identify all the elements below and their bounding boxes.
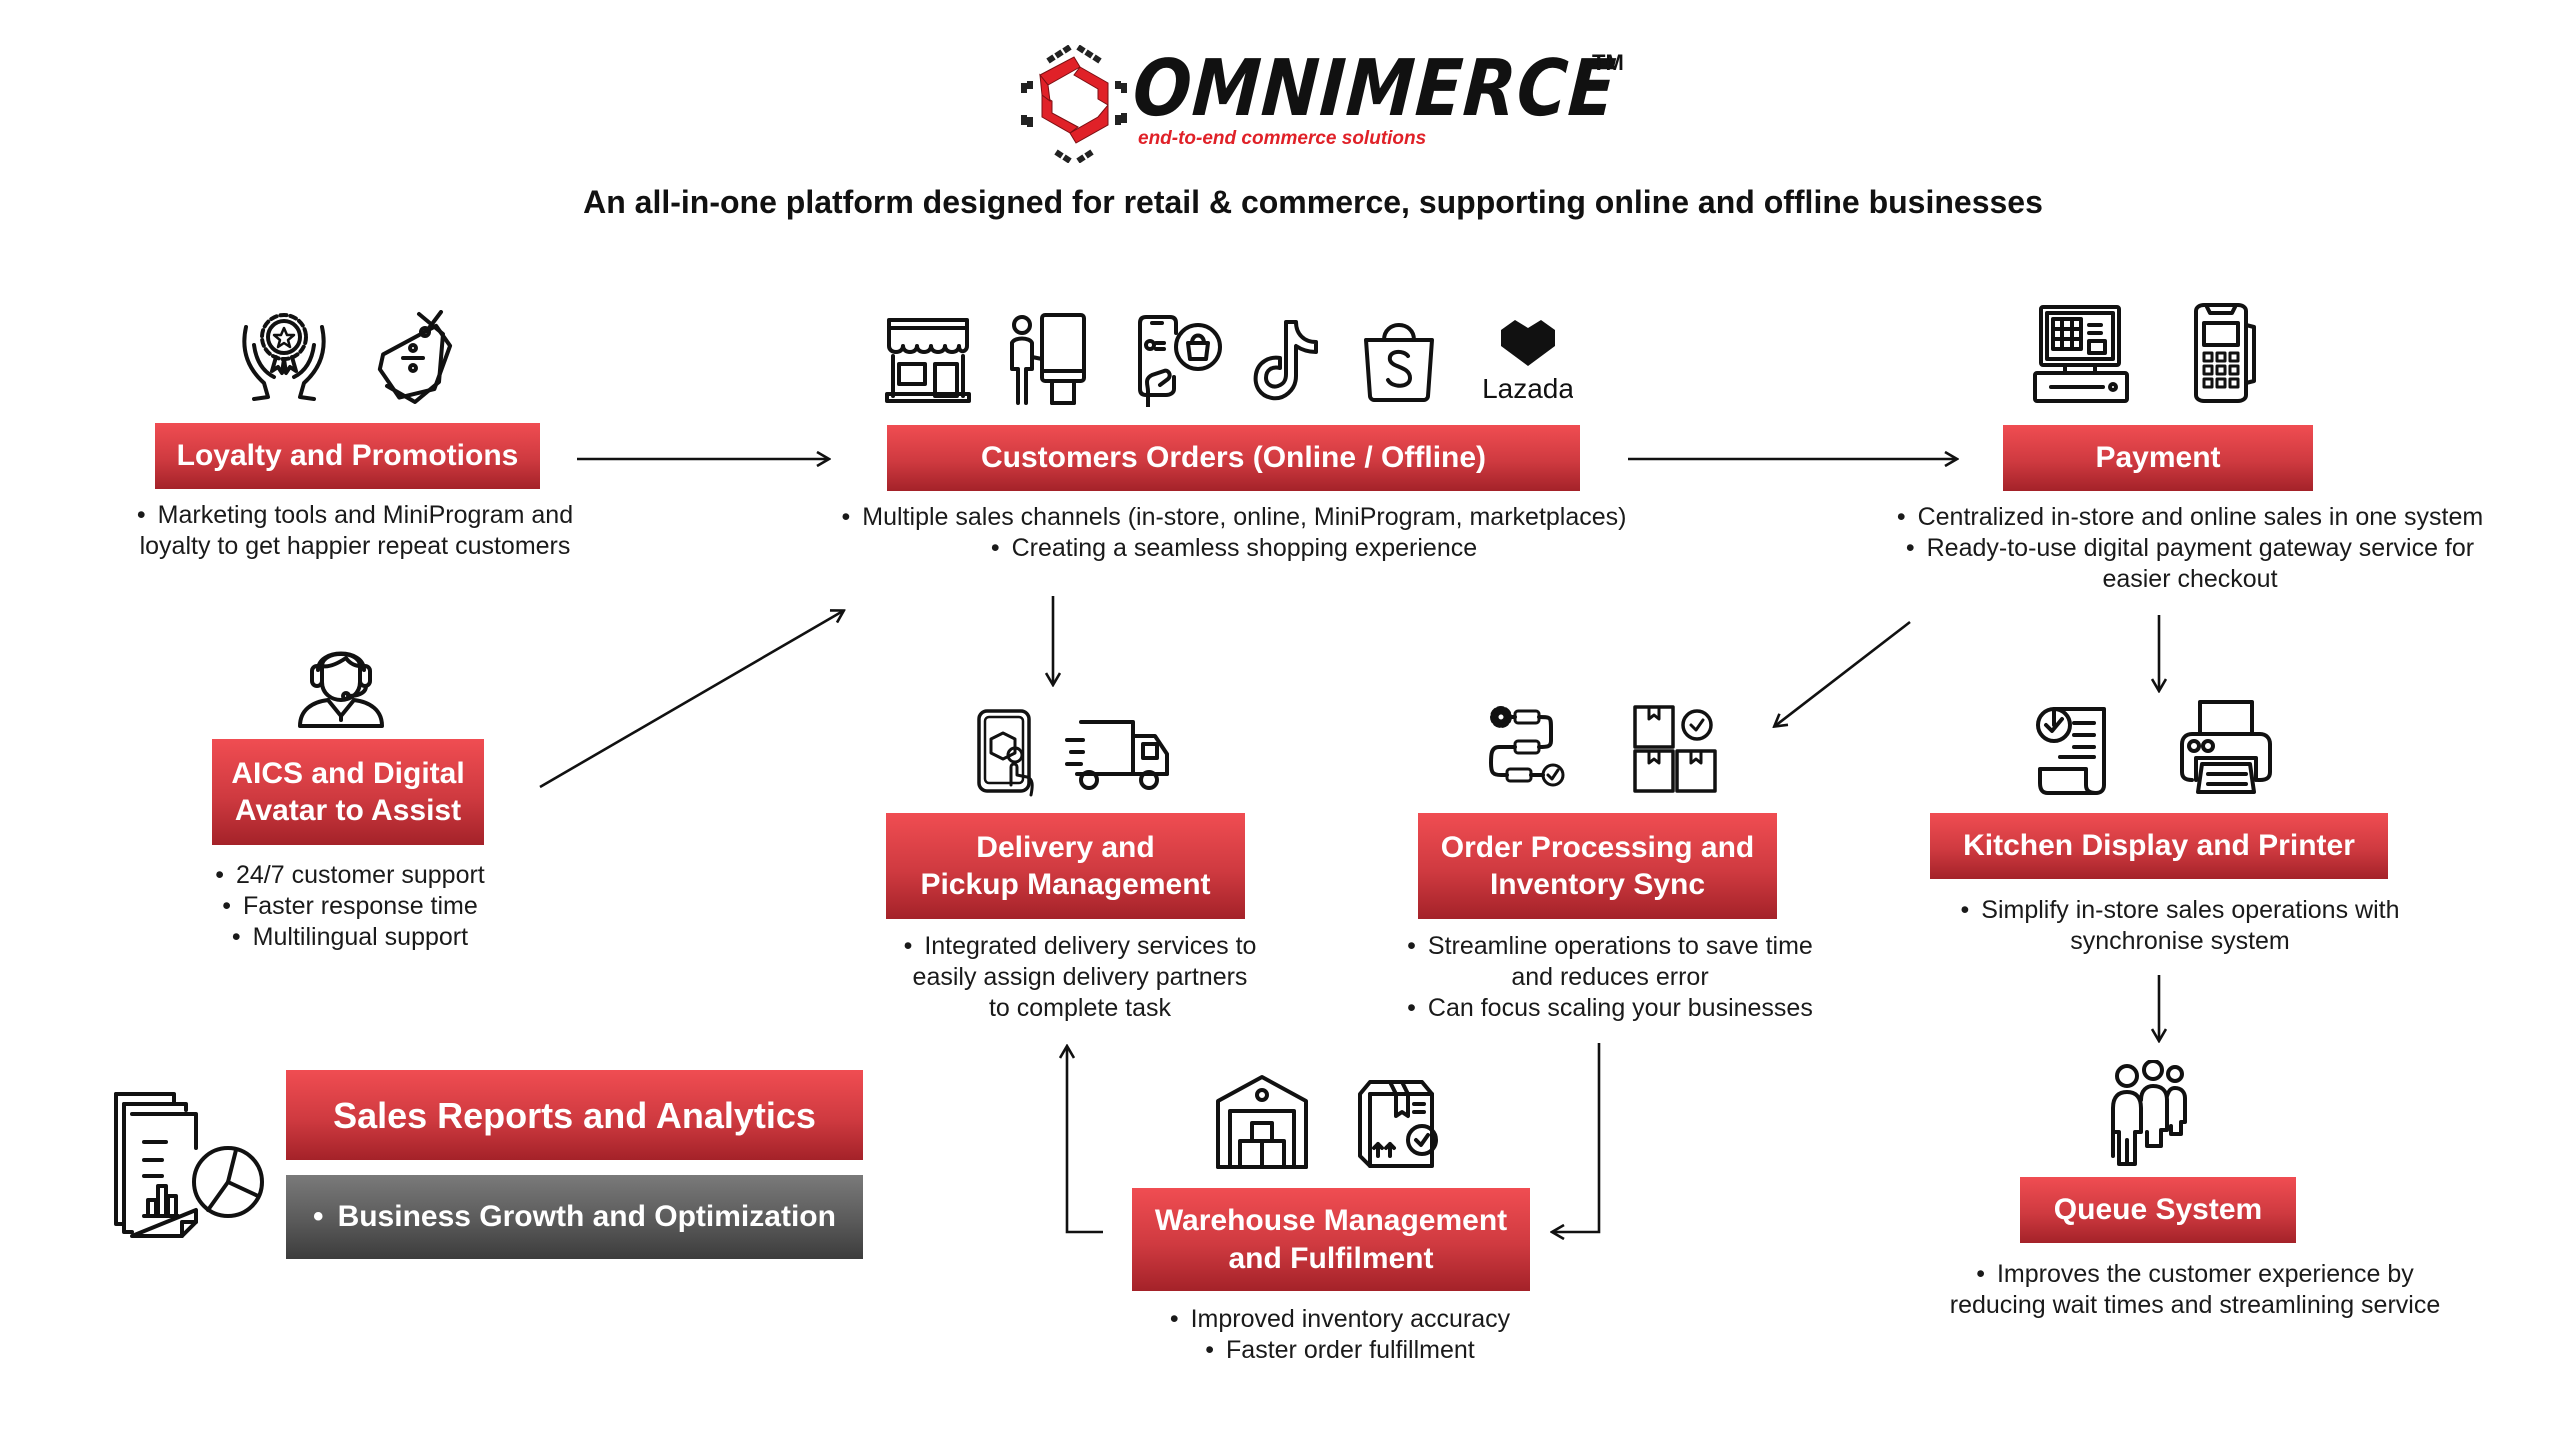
logo-tagline: end-to-end commerce solutions	[1138, 128, 1427, 149]
order-processing-bullet-cont: and reduces error	[1511, 963, 1709, 991]
loyalty-title-box[interactable]: Loyalty and Promotions	[155, 423, 540, 489]
loyalty-description: Marketing tools and MiniProgram and loya…	[60, 500, 650, 562]
people-queue-icon	[2111, 1060, 2187, 1166]
loyalty-bullet: Marketing tools and MiniProgram and	[60, 500, 650, 531]
analytics-bullet-text: Business Growth and Optimization	[337, 1200, 836, 1234]
trademark-symbol: TM	[1592, 50, 1624, 75]
payment-title: Payment	[2095, 441, 2221, 475]
aics-title-line: AICS and Digital	[231, 756, 465, 790]
order-processing-title-box[interactable]: Order Processing and Inventory Sync	[1418, 813, 1777, 919]
payment-bullet: Centralized in-store and online sales in…	[1840, 502, 2540, 533]
warehouse-title-line: Warehouse Management	[1154, 1204, 1508, 1237]
mobile-shopping-icon	[1138, 315, 1222, 407]
queue-title-box[interactable]: Queue System	[2020, 1177, 2296, 1243]
aics-description: 24/7 customer support Faster response ti…	[150, 860, 550, 953]
printer-icon	[2180, 700, 2272, 794]
warehouse-title-box[interactable]: Warehouse Management and Fulfilment	[1132, 1188, 1530, 1291]
delivery-title-line: Delivery and	[976, 830, 1155, 864]
omnimerce-logo-mark-icon	[1021, 45, 1127, 163]
delivery-bullet-cont: to complete task	[988, 994, 1172, 1022]
mobile-delivery-icon	[977, 709, 1034, 797]
award-hands-icon	[242, 313, 326, 401]
arrow-aics-to-orders	[539, 611, 843, 789]
kitchen-title-box[interactable]: Kitchen Display and Printer	[1930, 813, 2388, 879]
receipt-check-icon	[2036, 707, 2106, 795]
order-processing-description: Streamline operations to save time and r…	[1370, 931, 1850, 1024]
card-reader-icon	[2194, 303, 2256, 403]
kiosk-icon	[1010, 313, 1086, 405]
lazada-label: Lazada	[1483, 373, 1573, 403]
arrow-payment-to-order-processing	[1775, 620, 1911, 726]
kitchen-title: Kitchen Display and Printer	[1963, 829, 2355, 863]
warehouse-description: Improved inventory accuracy Faster order…	[1090, 1304, 1590, 1366]
shopee-icon	[1364, 323, 1434, 402]
delivery-truck-icon	[1065, 720, 1169, 790]
analytics-bullet-box: •Business Growth and Optimization	[286, 1175, 863, 1259]
kitchen-description: Simplify in-store sales operations with …	[1880, 895, 2480, 957]
order-processing-bullet: Streamline operations to save time	[1370, 931, 1850, 962]
delivery-title-box[interactable]: Delivery and Pickup Management	[886, 813, 1245, 919]
delivery-bullet-cont: easily assign delivery partners	[912, 963, 1248, 991]
support-agent-icon	[298, 651, 384, 728]
aics-bullet: Multilingual support	[150, 922, 550, 953]
orders-title: Customers Orders (Online / Offline)	[980, 441, 1487, 475]
delivery-title-line: Pickup Management	[920, 868, 1211, 901]
kitchen-bullet-cont: synchronise system	[2070, 927, 2290, 955]
queue-description: Improves the customer experience by redu…	[1880, 1259, 2510, 1321]
orders-bullet: Creating a seamless shopping experience	[734, 533, 1734, 564]
analytics-bullet: •Business Growth and Optimization	[313, 1200, 836, 1234]
loyalty-title: Loyalty and Promotions	[176, 439, 519, 473]
payment-bullet: Ready-to-use digital payment gateway ser…	[1840, 533, 2540, 564]
aics-bullet: Faster response time	[150, 891, 550, 922]
orders-bullet: Multiple sales channels (in-store, onlin…	[734, 502, 1734, 533]
delivery-description: Integrated delivery services to easily a…	[840, 931, 1320, 1024]
page-subtitle: An all-in-one platform designed for reta…	[583, 184, 2043, 220]
package-check-icon	[1358, 1080, 1438, 1168]
arrow-order-processing-to-warehouse	[1553, 1043, 1601, 1232]
order-processing-title-line: Order Processing and	[1440, 830, 1755, 864]
warehouse-icon	[1216, 1075, 1308, 1169]
analytics-title-box[interactable]: Sales Reports and Analytics	[286, 1070, 863, 1160]
loyalty-bullet-cont: loyalty to get happier repeat customers	[139, 532, 571, 560]
aics-title-line: Avatar to Assist	[234, 794, 462, 827]
tiktok-icon	[1253, 320, 1318, 401]
warehouse-title-line: and Fulfilment	[1228, 1241, 1434, 1275]
orders-description: Multiple sales channels (in-store, onlin…	[734, 502, 1734, 564]
delivery-bullet: Integrated delivery services to	[840, 931, 1320, 962]
workflow-icon	[1489, 706, 1565, 787]
discount-tag-icon	[377, 310, 453, 404]
lazada-icon: Lazada	[1483, 320, 1573, 403]
inventory-boxes-icon	[1633, 705, 1717, 793]
aics-bullet: 24/7 customer support	[150, 860, 550, 891]
payment-description: Centralized in-store and online sales in…	[1840, 502, 2540, 595]
order-processing-title-line: Inventory Sync	[1489, 868, 1706, 901]
payment-title-box[interactable]: Payment	[2003, 425, 2313, 491]
warehouse-bullet: Faster order fulfillment	[1090, 1335, 1590, 1366]
pos-terminal-icon	[2033, 305, 2129, 403]
orders-title-box[interactable]: Customers Orders (Online / Offline)	[887, 425, 1580, 491]
order-processing-bullet: Can focus scaling your businesses	[1370, 993, 1850, 1024]
storefront-icon	[885, 318, 971, 403]
queue-bullet: Improves the customer experience by	[1880, 1259, 2510, 1290]
queue-bullet-cont: reducing wait times and streamlining ser…	[1949, 1291, 2441, 1319]
arrow-warehouse-to-delivery	[1067, 1047, 1103, 1234]
kitchen-bullet: Simplify in-store sales operations with	[1880, 895, 2480, 926]
payment-bullet-cont: easier checkout	[2102, 565, 2278, 593]
queue-title: Queue System	[2053, 1193, 2263, 1227]
aics-title-box[interactable]: AICS and Digital Avatar to Assist	[212, 739, 484, 845]
report-analytics-icon	[114, 1092, 264, 1238]
analytics-title: Sales Reports and Analytics	[333, 1094, 816, 1136]
warehouse-bullet: Improved inventory accuracy	[1090, 1304, 1590, 1335]
